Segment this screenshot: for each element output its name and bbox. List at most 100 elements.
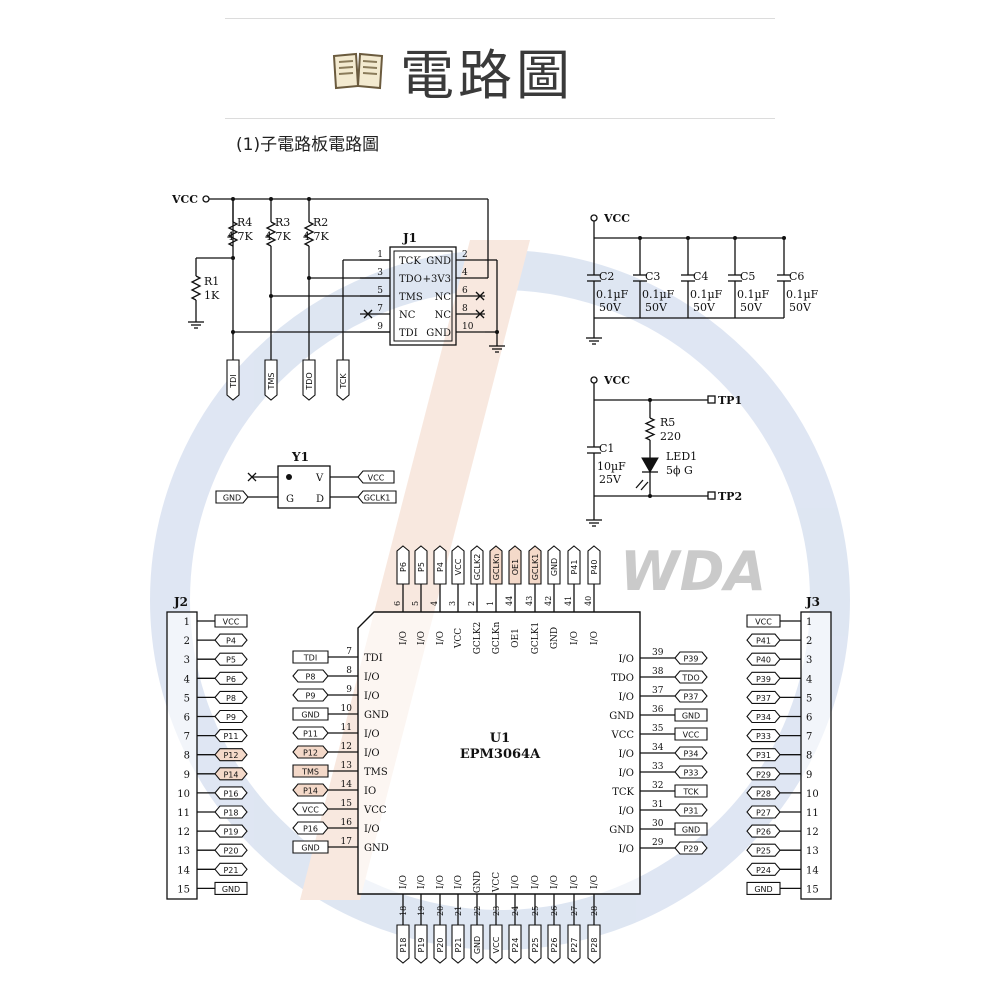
- resistor-ref: R3: [275, 216, 290, 229]
- net-tag: [567, 924, 581, 964]
- junction-dot: [495, 330, 499, 334]
- pin-number: 6: [393, 601, 402, 606]
- net-tag: [292, 783, 329, 797]
- cap-value: 0.1µF: [642, 288, 675, 301]
- chip-body: [357, 611, 641, 895]
- net-tag: [214, 862, 248, 876]
- pin-name: I/O: [436, 631, 446, 645]
- header-pin-number: 5: [184, 693, 190, 704]
- terminal-circle: [590, 376, 598, 384]
- net-tag-label: P29: [683, 845, 698, 854]
- net-tag-label: P18: [223, 809, 238, 818]
- header-pin-number: 11: [177, 808, 190, 819]
- pin-name: I/O: [364, 729, 380, 740]
- net-tag: [470, 924, 484, 964]
- header-pin-number: 3: [184, 655, 190, 666]
- pin-number: 4: [462, 268, 468, 278]
- net-tag: [264, 359, 278, 401]
- pin-number: 29: [652, 838, 664, 848]
- net-tag-label: P41: [756, 637, 771, 646]
- net-tag: [292, 764, 329, 778]
- resistor-value: 1K: [204, 289, 220, 302]
- net-tag: [746, 824, 781, 838]
- net-tag-label: P27: [570, 937, 579, 952]
- pin-name: NC: [435, 292, 452, 303]
- cap-ref: C3: [645, 270, 660, 283]
- header-ref: J2: [173, 595, 188, 609]
- net-tag: [746, 709, 781, 724]
- net-tag-label: VCC: [683, 731, 700, 740]
- pin-name: I/O: [417, 875, 427, 889]
- vcc-label: VCC: [171, 193, 198, 206]
- net-tag-label: VCC: [755, 618, 772, 627]
- net-tag-label: P9: [306, 692, 316, 701]
- pin-name: VCC: [363, 805, 387, 816]
- pin-name: I/O: [618, 844, 634, 855]
- pin-number: 27: [570, 906, 579, 916]
- net-tag-label: P25: [531, 937, 540, 952]
- net-tag-label: P8: [226, 694, 236, 703]
- net-tag: [214, 671, 248, 685]
- watermark-text: WDA: [620, 540, 766, 603]
- net-tag-label: P16: [223, 789, 238, 798]
- led-desc: 5ϕ G: [666, 464, 693, 477]
- pin-number: 38: [652, 667, 664, 677]
- net-tag: [214, 805, 248, 819]
- pin-number: 26: [550, 906, 559, 916]
- page-title: 電路圖: [400, 43, 574, 107]
- net-tag-label: GCLK1: [531, 554, 540, 581]
- pin-number: 20: [436, 906, 445, 916]
- header-pin-number: 5: [806, 693, 812, 704]
- header-pin-number: 7: [184, 732, 190, 743]
- net-tag: [674, 746, 708, 760]
- net-tag-label: P19: [417, 937, 426, 952]
- test-point: [707, 395, 716, 404]
- pin-name: I/O: [417, 631, 427, 645]
- net-tag-label: P28: [590, 937, 599, 952]
- header-pin-number: 15: [177, 884, 190, 895]
- net-tag-label: P14: [223, 770, 238, 779]
- net-tag: [489, 545, 503, 585]
- resistor-ref: R1: [204, 275, 219, 288]
- pin1-dot: [286, 474, 292, 480]
- header-pin-number: 1: [184, 617, 190, 628]
- header-pin-number: 4: [184, 674, 190, 685]
- net-tag: [433, 924, 447, 964]
- net-tag-label: P39: [683, 655, 698, 664]
- net-tag-label: P26: [550, 937, 559, 952]
- header-pin-number: 1: [806, 617, 812, 628]
- pin-number: 39: [652, 648, 664, 658]
- net-tag-label: P31: [756, 751, 771, 760]
- net-tag-label: P33: [756, 732, 771, 741]
- net-tag-label: GND: [301, 844, 319, 853]
- resistor-ref: R5: [660, 416, 675, 429]
- net-tag-label: P29: [756, 770, 771, 779]
- header-pin-number: 8: [806, 751, 812, 762]
- pin-name: I/O: [618, 692, 634, 703]
- pin-number: 1: [486, 601, 495, 606]
- cap-ref: C2: [599, 270, 614, 283]
- pin-name: I/O: [618, 749, 634, 760]
- header-pin-number: 12: [177, 827, 190, 838]
- cap-ref: C1: [599, 442, 614, 455]
- net-tag-label: P14: [303, 787, 318, 796]
- net-tag: [674, 651, 708, 665]
- pin-name: TDI: [364, 653, 383, 664]
- pin-name: I/O: [436, 875, 446, 889]
- header-pin-number: 2: [806, 636, 812, 647]
- pin-name: GND: [364, 710, 389, 721]
- cap-ref: C4: [693, 270, 708, 283]
- pin-name: NC: [399, 310, 416, 321]
- net-tag: [292, 726, 329, 740]
- net-tag-label: GND: [222, 885, 240, 894]
- net-tag-label: P8: [306, 673, 316, 682]
- no-connect-mark: [475, 309, 485, 319]
- header-pin-number: 15: [806, 884, 819, 895]
- net-tag: [746, 767, 781, 781]
- net-tag-label: GND: [682, 826, 700, 835]
- net-tag: [746, 748, 781, 762]
- net-tag: [214, 633, 248, 647]
- pin-number: 7: [377, 304, 383, 314]
- header-ref: J3: [805, 595, 820, 609]
